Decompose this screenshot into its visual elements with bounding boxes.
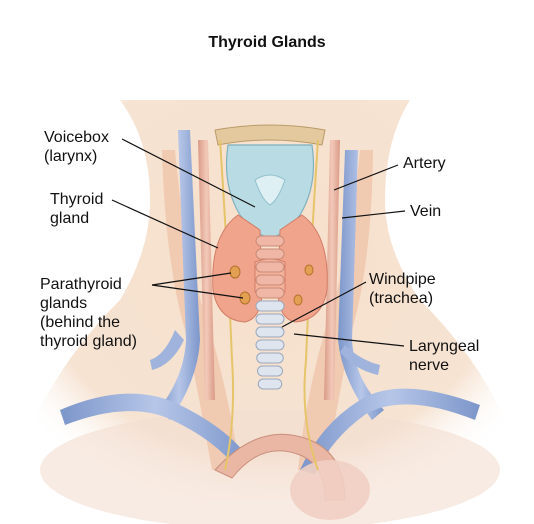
trachea-ring [255,339,285,351]
label-parathyroid-line3: (behind the [40,314,121,331]
leader-lines [111,138,406,347]
diagram-title: Thyroid Glands [208,34,326,51]
label-artery: Artery [403,154,446,173]
parathyroid-upper-right [304,264,314,276]
label-thyroid-line1: Thyroid [50,191,104,208]
trachea-ring [256,352,284,364]
label-laryngeal-line1: Laryngeal [409,338,480,355]
label-parathyroid-line4: thyroid gland) [40,333,137,350]
leader-parathyroid-upper [151,272,232,286]
leader-laryngeal [293,333,405,347]
leader-artery [333,164,399,191]
label-vein-line1: Vein [410,203,442,220]
trachea-ring [255,287,285,299]
heart-top [290,460,370,520]
label-windpipe-line2: (trachea) [369,290,434,307]
label-parathyroid: Parathyroid glands (behind the thyroid g… [40,275,137,351]
label-artery-line1: Artery [403,155,446,172]
label-thyroid: Thyroid gland [50,190,103,228]
label-windpipe-line1: Windpipe [369,271,436,288]
leader-parathyroid-lower [151,284,244,299]
trachea-ring [255,235,285,247]
label-voicebox: Voicebox (larynx) [44,128,109,166]
trachea-ring [255,326,285,338]
left-neck-muscle [162,150,240,470]
trachea [255,235,285,390]
leader-thyroid [111,199,219,249]
trachea-ring [255,313,285,325]
leader-voicebox [121,138,256,208]
vein-branch-left [150,330,184,370]
trachea-ring [255,300,285,312]
left-laryngeal-nerve [219,139,235,471]
trachea-ring [257,378,283,390]
label-laryngeal-line2: nerve [409,357,450,374]
brachiocephalic-veins [60,393,250,470]
label-voicebox-line1: Voicebox [44,129,109,146]
leader-vein [341,210,406,219]
trachea-ring [255,248,285,260]
label-voicebox-line2: (larynx) [44,148,98,165]
trachea-ring [255,261,285,273]
right-laryngeal-nerve [303,139,319,471]
parathyroid-upper-left [229,265,241,279]
label-laryngeal: Laryngeal nerve [409,337,479,375]
larynx-notch [254,174,286,206]
parathyroid-lower-right [293,294,303,306]
chest-shadow [40,410,500,524]
label-vein: Vein [410,202,441,221]
right-carotid-artery [324,140,340,400]
label-thyroid-line2: gland [50,210,90,227]
leader-windpipe [281,281,367,328]
trachea-ring [255,274,285,286]
left-carotid-artery [198,140,215,400]
label-parathyroid-line1: Parathyroid [40,276,122,293]
hyoid-bone [214,124,326,146]
trachea-ring [257,365,283,377]
label-parathyroid-line2: glands [40,295,88,312]
left-jugular-vein [158,130,200,420]
vein-branch-right [340,345,380,375]
label-windpipe: Windpipe (trachea) [369,270,436,308]
